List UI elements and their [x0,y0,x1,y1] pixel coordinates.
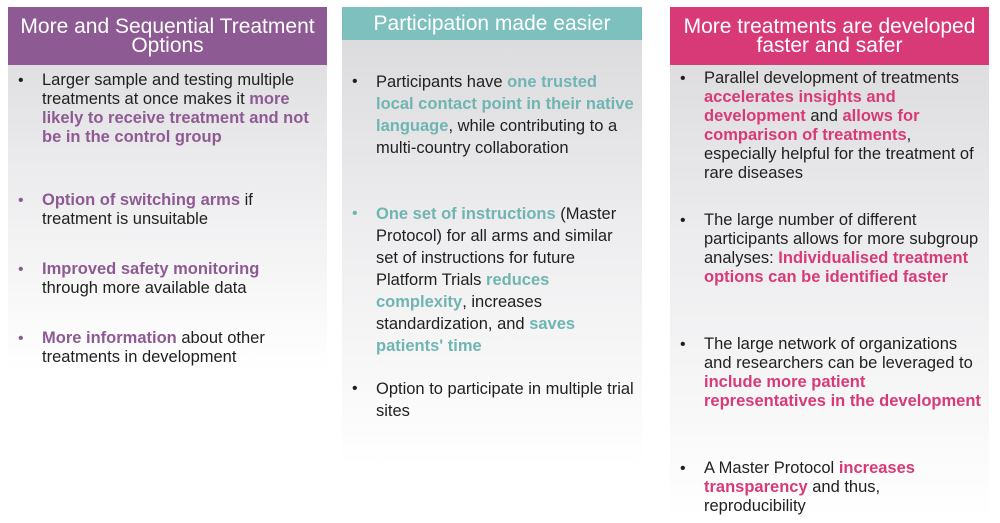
panel-more-treatment-options: More and Sequential Treatment Options • … [8,7,327,372]
list-item: • Option to participate in multiple tria… [352,380,634,420]
list-item: • The large number of different particip… [680,211,979,286]
panel-title: Participation made easier [342,7,642,40]
bullet-icon: • [18,192,24,209]
list-item: • The large network of organizations and… [680,335,981,410]
list-item: • Improved safety monitoring through mor… [18,260,260,297]
panel-title: More and Sequential Treatment Options [8,7,327,65]
list-item: • Larger sample and testing multiple tre… [18,71,309,146]
panel-participation-easier: Participation made easier • Participants… [342,7,642,467]
bullet-icon: • [352,380,358,397]
bullet-icon: • [680,336,686,353]
bullet-icon: • [680,212,686,229]
list-item: • More information about other treatment… [18,329,265,366]
bullet-icon: • [680,460,686,477]
bullet-icon: • [18,72,24,89]
bullet-icon: • [352,73,358,90]
list-item: • Participants have one trusted local co… [352,73,634,157]
list-item: • Parallel development of treatments acc… [680,69,974,182]
list-item: • Option of switching arms if treatment … [18,191,253,228]
list-item: • One set of instructions (Master Protoc… [352,205,617,355]
list-item: • A Master Protocol increases transparen… [680,459,915,515]
bullet-icon: • [352,205,358,222]
bullet-icon: • [680,70,686,87]
bullet-icon: • [18,330,24,347]
panel-faster-safer: More treatments are developed faster and… [670,7,989,519]
bullet-icon: • [18,261,24,278]
panel-title: More treatments are developed faster and… [670,7,989,65]
